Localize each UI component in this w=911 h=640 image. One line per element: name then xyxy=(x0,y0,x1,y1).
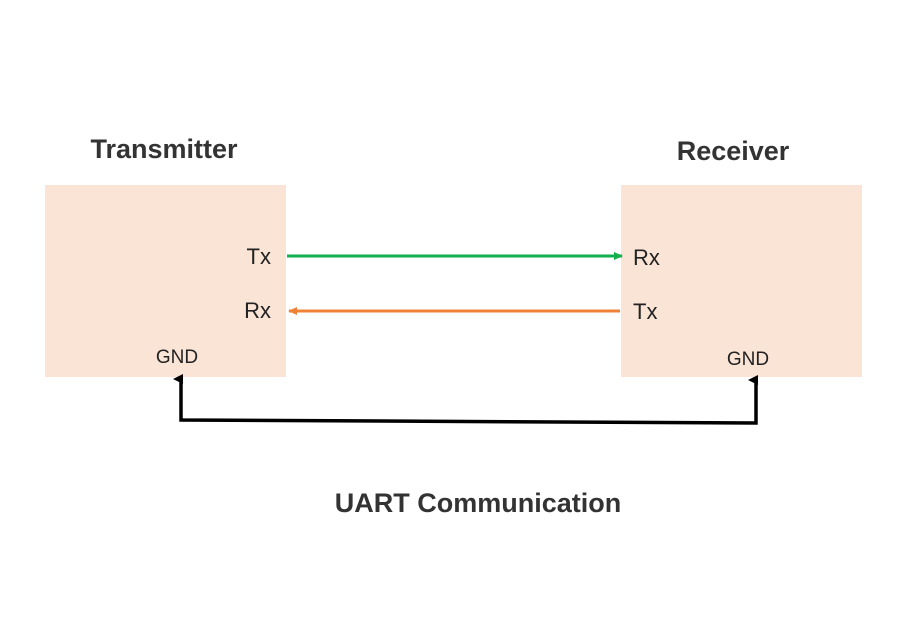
diagram-caption: UART Communication xyxy=(335,488,622,518)
transmitter-gnd-label: GND xyxy=(156,347,198,368)
transmitter-rx-label: Rx xyxy=(244,298,271,323)
ground-connection-line xyxy=(173,374,758,425)
transmitter-tx-label: Tx xyxy=(247,244,271,269)
receiver-tx-label: Tx xyxy=(633,299,657,324)
receiver-rx-label: Rx xyxy=(633,245,660,270)
receiver-title: Receiver xyxy=(677,136,790,166)
transmitter-title: Transmitter xyxy=(90,134,238,164)
receiver-gnd-label: GND xyxy=(727,349,769,370)
transmitter-box xyxy=(45,185,286,377)
receiver-box xyxy=(621,185,862,377)
